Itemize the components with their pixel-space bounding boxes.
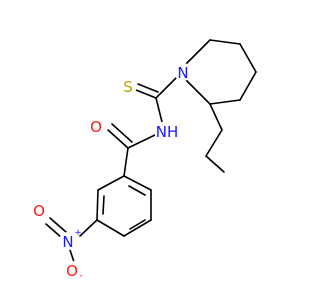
bond xyxy=(127,133,158,149)
bond xyxy=(79,219,98,237)
atom-label-sulfur: S xyxy=(119,77,137,96)
bond xyxy=(209,39,241,45)
atom-label-nitro-nitrogen: N + xyxy=(59,228,82,251)
bond xyxy=(205,129,223,157)
nitro-group xyxy=(45,217,98,263)
bond xyxy=(239,43,257,73)
structure-diagram: S N NH O N + O O - xyxy=(30,39,257,281)
amide-group xyxy=(107,123,158,177)
bond xyxy=(239,71,257,101)
bond xyxy=(102,195,105,215)
ethyl-group xyxy=(205,103,225,173)
nitro-oxygen-single-symbol: O xyxy=(66,262,78,280)
bond xyxy=(123,147,129,177)
benzene-ring xyxy=(96,175,152,237)
bond xyxy=(111,123,133,143)
bond xyxy=(209,103,223,131)
bond xyxy=(129,219,146,230)
bond xyxy=(49,217,67,233)
thioamide-group xyxy=(135,75,179,127)
bond xyxy=(128,185,146,196)
nitro-nitrogen-charge: + xyxy=(74,228,82,238)
nitro-oxygen-double-symbol: O xyxy=(33,202,45,220)
ring-nitrogen-symbol: N xyxy=(177,64,188,82)
nitro-nitrogen-symbol: N xyxy=(62,233,73,251)
atom-label-amide-nitrogen: NH xyxy=(155,122,179,142)
bond xyxy=(155,75,179,99)
carbonyl-oxygen-symbol: O xyxy=(90,118,102,136)
molecule-canvas: S N NH O N + O O - xyxy=(30,39,257,281)
bond xyxy=(205,155,225,173)
bond xyxy=(107,129,129,149)
bond xyxy=(209,99,241,105)
atom-label-nitro-oxygen-single: O - xyxy=(63,261,83,281)
bond xyxy=(69,249,75,263)
bond xyxy=(96,189,99,221)
bond xyxy=(96,219,125,237)
atom-label-carbonyl-oxygen: O xyxy=(87,117,105,136)
bond xyxy=(137,83,159,93)
bond xyxy=(123,219,152,237)
bond xyxy=(185,79,211,105)
bond xyxy=(185,39,211,65)
bond xyxy=(155,97,164,127)
bond xyxy=(135,89,157,99)
bond xyxy=(123,175,152,191)
piperidine-ring xyxy=(185,39,257,105)
bond xyxy=(45,223,63,239)
atom-label-nitro-oxygen-double: O xyxy=(30,201,48,220)
amide-nh-symbol: NH xyxy=(156,123,179,141)
atom-label-ring-nitrogen: N xyxy=(174,63,192,82)
bond xyxy=(97,175,125,191)
nitro-oxygen-single-charge: - xyxy=(79,271,82,281)
sulfur-symbol: S xyxy=(123,78,133,96)
